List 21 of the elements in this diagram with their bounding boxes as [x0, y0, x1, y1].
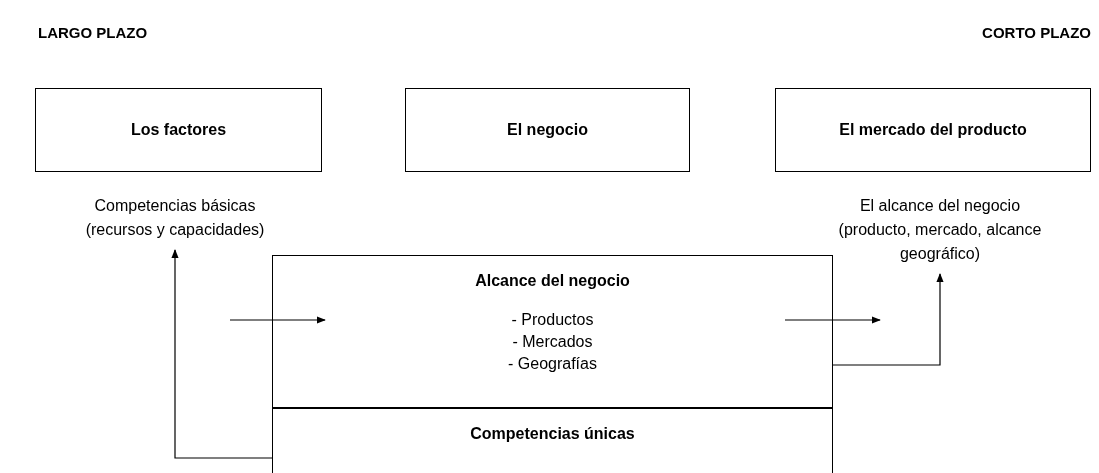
- box-title: El negocio: [507, 120, 588, 140]
- panel-title: Competencias únicas: [470, 424, 635, 444]
- list-item: - Geografías: [508, 354, 597, 374]
- axis-label: LARGO PLAZO: [38, 23, 148, 43]
- list-item: - Productos: [511, 310, 594, 330]
- process-box: [405, 88, 690, 172]
- process-box: [775, 88, 1091, 172]
- axis-label: CORTO PLAZO: [982, 23, 1091, 43]
- panel-box: [272, 255, 833, 408]
- note-text: El alcance del negocio (producto, mercado, alcance geográfico): [830, 194, 1050, 266]
- panel-title: Alcance del negocio: [475, 271, 630, 291]
- list-item: - Mercados: [512, 332, 593, 352]
- process-box: [35, 88, 322, 172]
- box-title: Los factores: [130, 120, 227, 140]
- box-title: El mercado del producto: [839, 120, 1027, 140]
- note-text: Competencias básicas (recursos y capacidades): [60, 194, 290, 242]
- panel-box: [272, 408, 833, 473]
- arrow: [229, 316, 326, 324]
- arrow: [784, 316, 881, 324]
- arrow: [171, 249, 273, 459]
- arrow: [832, 273, 944, 366]
